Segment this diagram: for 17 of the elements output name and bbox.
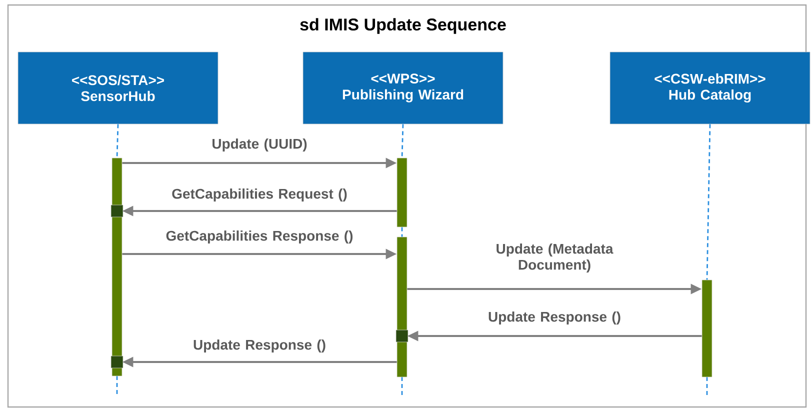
lifeline <box>401 124 404 158</box>
lifeline-header-box: <<CSW-ebRIM>> Hub Catalog <box>610 52 810 124</box>
lifeline <box>116 124 119 158</box>
activation-bar <box>396 158 408 228</box>
title: sd IMIS Update Sequence <box>300 18 506 34</box>
lifeline <box>401 227 403 237</box>
lifeline-header-box: <<SOS/STA>> SensorHub <box>18 52 218 124</box>
activation-bar <box>702 280 712 378</box>
message-label: GetCapabilities Request () <box>172 188 347 202</box>
message-label: Update Response () <box>194 339 326 352</box>
lifeline-header-box: <<WPS>> Publishing Wizard <box>302 52 504 124</box>
message-label: Update (Metadata Document) <box>496 243 614 272</box>
message-label: GetCapabilities Response () <box>166 230 353 244</box>
message-label: Update Response () <box>488 311 620 324</box>
lifeline <box>706 124 711 280</box>
message-label: Update (UUID) <box>212 138 307 152</box>
activation-bar <box>396 236 408 378</box>
